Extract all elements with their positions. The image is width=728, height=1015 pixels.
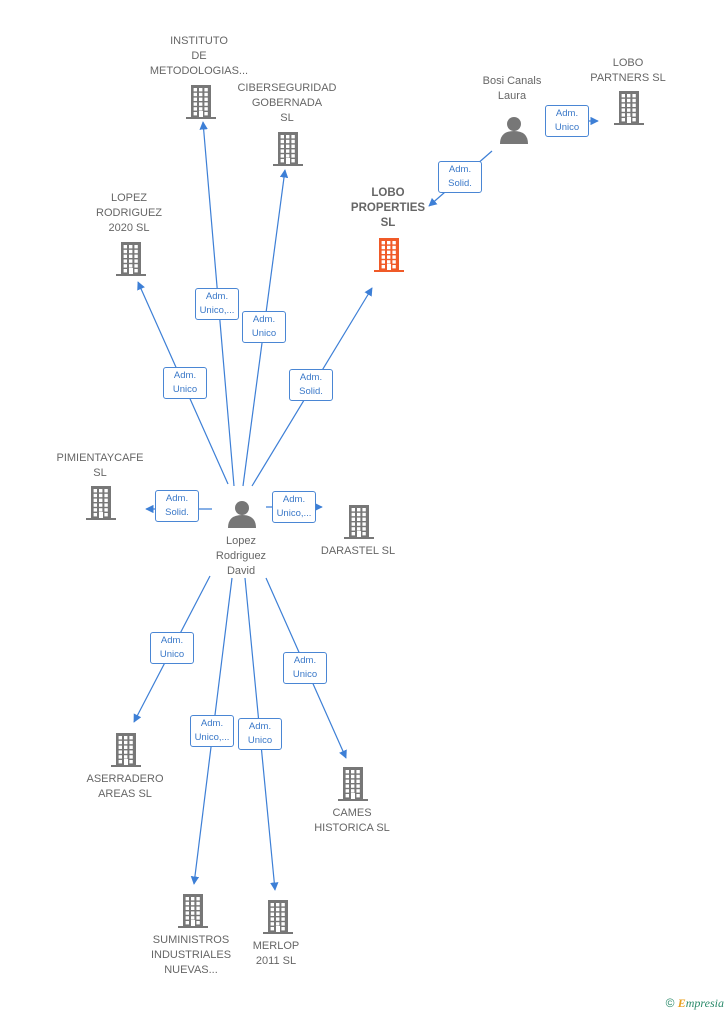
edge-label-david-instituto[interactable]: Adm. Unico,... (195, 288, 239, 320)
footer-brand: © Empresia (666, 996, 724, 1011)
edge-label-bosi-lobopartners[interactable]: Adm. Unico (545, 105, 589, 137)
person-icon[interactable] (228, 501, 256, 528)
edge-label-david-aserradero[interactable]: Adm. Unico (150, 632, 194, 664)
edge-label-david-ciberseguridad[interactable]: Adm. Unico (242, 311, 286, 343)
node-label-lopez2020[interactable]: LOPEZ RODRIGUEZ 2020 SL (96, 192, 162, 234)
node-label-cames[interactable]: CAMES HISTORICA SL (314, 807, 390, 834)
edge-label-david-lopez2020[interactable]: Adm. Unico (163, 367, 207, 399)
copyright-symbol: © (665, 996, 675, 1010)
node-label-ciberseguridad[interactable]: CIBERSEGURIDAD GOBERNADA SL (237, 82, 337, 124)
node-label-instituto[interactable]: INSTITUTO DE METODOLOGIAS... (149, 35, 249, 77)
edge-label-david-loboproperties[interactable]: Adm. Solid. (289, 369, 333, 401)
building-icon[interactable] (111, 733, 141, 767)
node-label-aserradero[interactable]: ASERRADERO AREAS SL (86, 773, 164, 800)
edge-label-bosi-loboproperties[interactable]: Adm. Solid. (438, 161, 482, 193)
building-icon[interactable] (186, 85, 216, 119)
building-icon[interactable] (178, 894, 208, 928)
node-label-bosi[interactable]: Bosi Canals Laura (482, 75, 542, 102)
building-icon[interactable] (263, 900, 293, 934)
building-icon[interactable] (374, 238, 404, 272)
node-label-david[interactable]: Lopez Rodriguez David (215, 535, 267, 577)
person-icon[interactable] (500, 117, 528, 144)
edge-label-david-pimienta[interactable]: Adm. Solid. (155, 490, 199, 522)
building-icon[interactable] (338, 767, 368, 801)
building-icon[interactable] (344, 505, 374, 539)
node-label-lobopartners[interactable]: LOBO PARTNERS SL (590, 57, 666, 84)
building-icon[interactable] (273, 132, 303, 166)
edge-label-david-darastel[interactable]: Adm. Unico,... (272, 491, 316, 523)
building-icon[interactable] (86, 486, 116, 520)
node-label-darastel[interactable]: DARASTEL SL (320, 545, 396, 557)
node-label-merlop[interactable]: MERLOP 2011 SL (252, 940, 300, 967)
edge-label-david-merlop[interactable]: Adm. Unico (238, 718, 282, 750)
building-icon[interactable] (116, 242, 146, 276)
edge-label-david-cames[interactable]: Adm. Unico (283, 652, 327, 684)
brand-logo: Empresia (677, 996, 724, 1010)
node-label-pimienta[interactable]: PIMIENTAYCAFE SL (56, 452, 144, 479)
edge-label-david-suministros[interactable]: Adm. Unico,... (190, 715, 234, 747)
node-label-loboproperties[interactable]: LOBO PROPERTIES SL (350, 187, 426, 229)
building-icon[interactable] (614, 91, 644, 125)
node-label-suministros[interactable]: SUMINISTROS INDUSTRIALES NUEVAS... (150, 934, 232, 976)
